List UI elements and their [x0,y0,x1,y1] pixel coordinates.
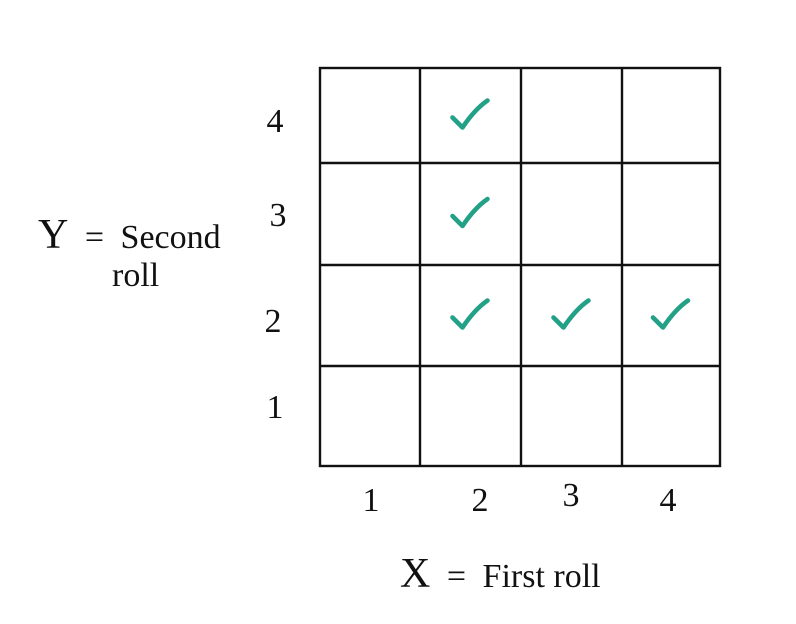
outcome-grid [318,66,722,468]
check-mark-icon [650,298,691,330]
x-axis-variable: X [400,551,430,597]
check-mark-icon [551,298,591,330]
check-mark-icon [450,196,490,229]
check-mark-icon [450,298,490,330]
y-tick-labels: 4 3 2 1 [265,103,287,426]
y-tick-label: 3 [270,197,287,234]
y-tick-label: 1 [267,389,284,426]
y-axis-text-line1: Second [121,219,221,256]
check-mark-icon [450,98,490,130]
x-tick-label: 1 [363,482,380,519]
y-tick-label: 2 [265,303,282,340]
x-axis-text: First roll [483,558,601,595]
y-axis-variable: Y [38,212,68,258]
y-axis-text-line2: roll [112,257,159,294]
x-tick-label: 4 [660,482,677,519]
x-tick-label: 3 [563,477,580,514]
x-tick-label: 2 [472,482,489,519]
x-axis-title: X = First roll [400,551,601,597]
y-axis-title-line2: roll [112,257,159,294]
y-axis-equals: = [85,219,104,256]
y-axis-title: Y = Second [38,212,221,258]
y-tick-label: 4 [267,103,284,140]
check-marks [450,98,691,330]
x-tick-labels: 1 2 3 4 [363,477,677,519]
x-axis-equals: = [447,558,466,595]
